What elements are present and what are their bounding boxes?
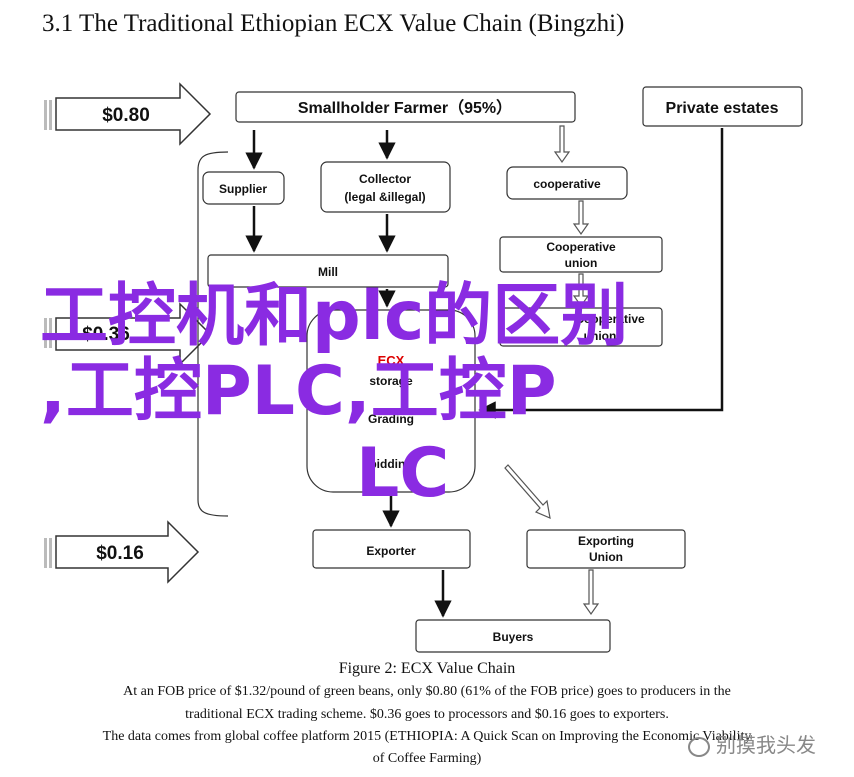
overlay-text-line-3: LC	[356, 434, 450, 513]
cooperative-label: cooperative	[533, 177, 601, 191]
figure-title: Figure 2: ECX Value Chain	[338, 660, 516, 677]
exporter-label: Exporter	[366, 544, 416, 558]
exporting-union-box	[526, 529, 686, 569]
price-arrow-top: $0.80	[44, 82, 212, 146]
price-bottom-label: $0.16	[96, 543, 144, 564]
private-estates-box	[642, 86, 803, 127]
page-heading: 3.1 The Traditional Ethiopian ECX Value …	[42, 10, 625, 37]
exporting-union-label-2: Union	[589, 550, 623, 564]
price-top-label: $0.80	[102, 105, 150, 126]
buyers-label: Buyers	[493, 630, 534, 644]
exporting-union-label-1: Exporting	[578, 534, 634, 548]
cooperative-union-box	[499, 236, 663, 273]
bidding-label: bidding	[369, 457, 412, 471]
watermark: 别摸我头发	[688, 729, 816, 758]
watermark-text: 别摸我头发	[716, 733, 816, 757]
coop-partial-label: Cooperative	[575, 312, 645, 326]
price-mid-label: $0.36	[82, 324, 130, 345]
price-arrow-bottom: $0.16	[44, 520, 200, 584]
price-arrow-mid: $0.36	[44, 302, 212, 366]
ecx-label: ECX	[378, 353, 405, 368]
overlay-text-line-2: ,工控PLC,工控P	[40, 352, 557, 431]
arrow-private-ecx	[478, 128, 724, 419]
mill-label: Mill	[318, 265, 338, 279]
cooperative-union-2-box	[499, 307, 663, 347]
collector-box	[320, 161, 451, 213]
private-estates-label: Private estates	[666, 100, 779, 117]
processor-bracket	[197, 151, 229, 517]
exporter-box	[312, 529, 471, 569]
overlay-text-line-1: 工控机和plc的区别	[40, 277, 629, 356]
coop-union-label-1: Cooperative	[546, 240, 616, 254]
supplier-label: Supplier	[219, 182, 267, 196]
caption-line-3: The data comes from global coffee platfo…	[102, 729, 752, 744]
mill-box	[207, 254, 449, 288]
coop-union-label-2: union	[565, 256, 598, 270]
smallholder-label: Smallholder Farmer（95%）	[298, 99, 512, 117]
caption-line-2: traditional ECX trading scheme. $0.36 go…	[185, 707, 669, 722]
wechat-icon	[688, 736, 710, 757]
ecx-storage-label: storage	[369, 374, 413, 388]
buyers-box	[415, 619, 611, 653]
supplier-box	[202, 171, 285, 205]
smallholder-box	[235, 91, 576, 123]
union-partial-label: union	[584, 329, 617, 343]
ecx-box	[306, 309, 476, 493]
cooperative-box	[506, 166, 628, 200]
caption-line-4: of Coffee Farming)	[372, 751, 482, 766]
collector-label-2: (legal &illegal)	[344, 190, 425, 204]
hollow-arrows	[504, 125, 600, 616]
caption-line-1: At an FOB price of $1.32/pound of green …	[123, 684, 731, 699]
grading-label: Grading	[368, 412, 414, 426]
collector-label-1: Collector	[359, 172, 411, 186]
